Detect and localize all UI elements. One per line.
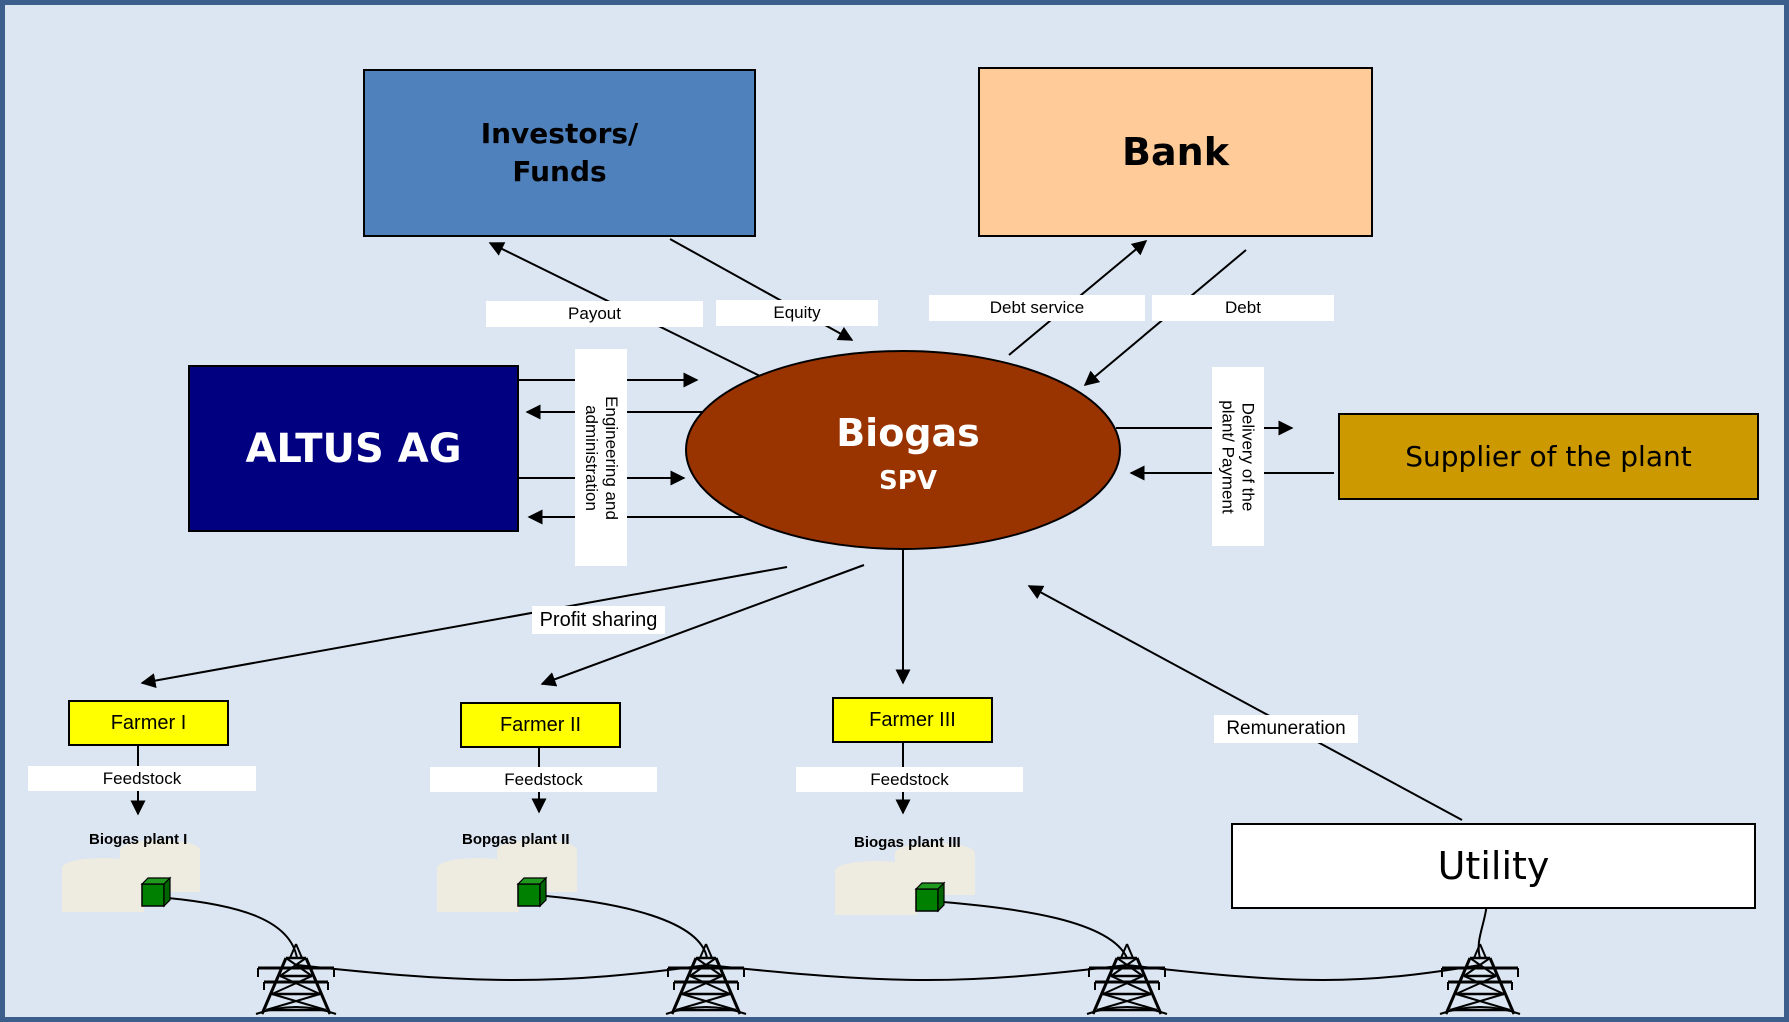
engineering-administration-text: Engineering and administration — [582, 395, 622, 520]
utility-label: Utility — [1437, 844, 1550, 888]
feedstock-label-3: Feedstock — [796, 767, 1023, 792]
farmer-1-box: Farmer I — [68, 700, 229, 746]
feedstock-label-2: Feedstock — [430, 767, 657, 792]
investors-funds-box: Investors/ Funds — [363, 69, 756, 237]
altus-ag-box: ALTUS AG — [188, 365, 519, 532]
transmission-tower-icon — [665, 943, 747, 1015]
transmission-tower-icon — [1439, 943, 1521, 1015]
transmission-tower-icon — [1086, 943, 1168, 1015]
remuneration-label: Remuneration — [1214, 715, 1358, 743]
farmer-2-box: Farmer II — [460, 702, 621, 748]
profit-to-farmer2-arrow — [540, 564, 865, 687]
farmer-3-box: Farmer III — [832, 697, 993, 743]
bank-box: Bank — [978, 67, 1373, 237]
biogas-tank-icon — [835, 843, 975, 915]
spv-subtitle: SPV — [879, 466, 937, 496]
profit-sharing-label: Profit sharing — [532, 606, 665, 634]
bank-label: Bank — [1122, 130, 1229, 174]
altus-ag-label: ALTUS AG — [245, 425, 462, 472]
generator-icon — [914, 881, 946, 913]
remuneration-arrow — [1027, 585, 1463, 821]
transmission-tower-icon — [255, 943, 337, 1015]
utility-box: Utility — [1231, 823, 1756, 909]
delivery-payment-text: Delivery of the plant/ Payment — [1219, 399, 1258, 514]
farmer-1-label: Farmer I — [110, 711, 187, 734]
spv-title: Biogas — [836, 411, 980, 455]
engineering-administration-label: Engineering and administration — [575, 349, 627, 566]
biogas-tank-icon — [62, 840, 200, 912]
power-cables — [167, 895, 1488, 981]
farmer-2-label: Farmer II — [499, 713, 582, 736]
generator-icon — [140, 876, 172, 908]
spv-ellipse — [685, 350, 1121, 550]
biogas-plant-2-label: Bopgas plant II — [462, 831, 570, 848]
delivery-payment-label: Delivery of the plant/ Payment — [1212, 367, 1264, 546]
biogas-tank-icon — [437, 840, 577, 912]
supplier-box: Supplier of the plant — [1338, 413, 1759, 500]
payout-label: Payout — [486, 301, 703, 327]
debt-service-label: Debt service — [929, 295, 1145, 321]
equity-label: Equity — [716, 300, 878, 326]
connector-layer — [62, 238, 1521, 1015]
supplier-label: Supplier of the plant — [1405, 440, 1692, 473]
investors-funds-label: Investors/ Funds — [480, 117, 639, 188]
feedstock-label-1: Feedstock — [28, 766, 256, 791]
biogas-plant-1-label: Biogas plant I — [89, 831, 188, 848]
biogas-plant-3-label: Biogas plant III — [854, 834, 961, 851]
profit-to-farmer1-arrow — [140, 566, 788, 688]
debt-label: Debt — [1152, 295, 1334, 321]
farmer-3-label: Farmer III — [869, 708, 956, 731]
generator-icon — [516, 876, 548, 908]
